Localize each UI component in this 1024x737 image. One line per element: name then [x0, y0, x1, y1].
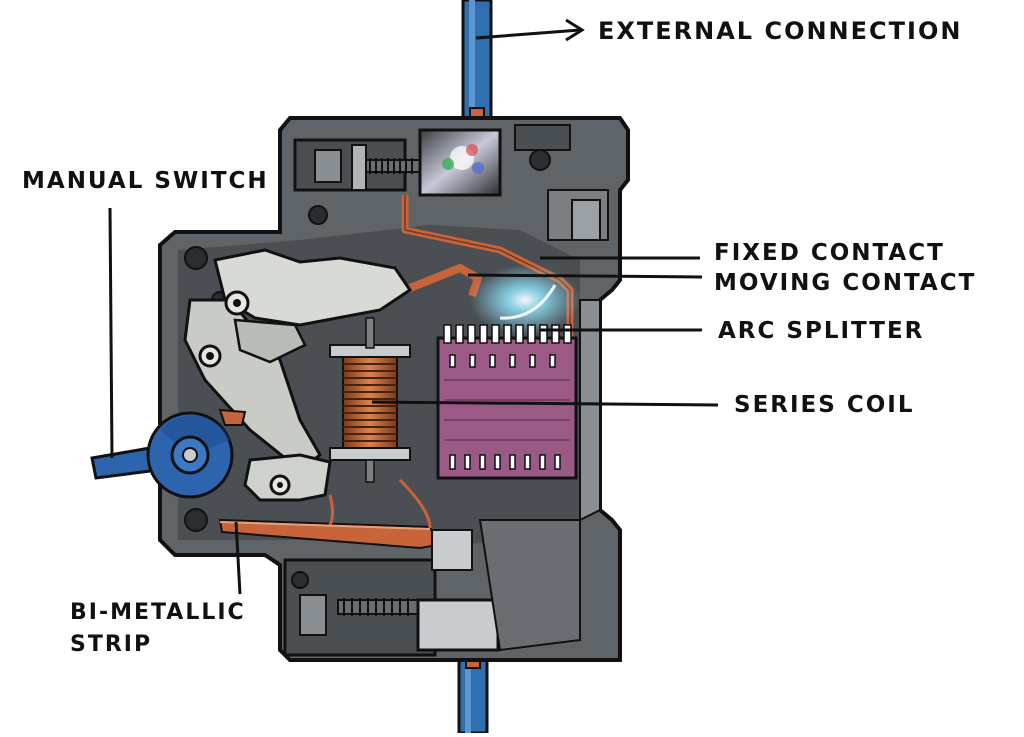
bimetallic-strip: [218, 478, 440, 550]
top-terminal: [184, 124, 571, 309]
leader-moving-contact: [467, 273, 703, 279]
label-fixed-contact: FIXED CONTACT: [714, 240, 945, 266]
leader-bimetallic-strip: [234, 521, 242, 595]
bottom-terminal: [184, 508, 581, 657]
trip-mechanism: [183, 248, 413, 502]
label-arc-splitter: ARC SPLITTER: [718, 318, 925, 344]
label-bimetallic-line2: STRIP: [70, 632, 153, 657]
label-manual-switch: MANUAL SWITCH: [22, 168, 269, 194]
label-moving-contact: MOVING CONTACT: [714, 270, 977, 296]
leader-series-coil: [371, 400, 719, 407]
label-series-coil: SERIES COIL: [734, 392, 915, 418]
series-coil: [329, 317, 411, 483]
leader-external-arrowhead: [565, 18, 585, 42]
label-bimetallic-line1: BI-METALLIC: [70, 600, 246, 625]
leader-external-connection: [475, 28, 581, 40]
top-wire: [461, 0, 493, 131]
right-channels: [547, 189, 609, 522]
arc-glow: [470, 265, 580, 335]
leader-lines: [108, 18, 719, 595]
leader-manual-switch: [108, 207, 114, 459]
label-external-connection: EXTERNAL CONNECTION: [598, 17, 963, 45]
manual-switch: [90, 411, 234, 499]
arc-splitter-chamber: [436, 324, 578, 480]
